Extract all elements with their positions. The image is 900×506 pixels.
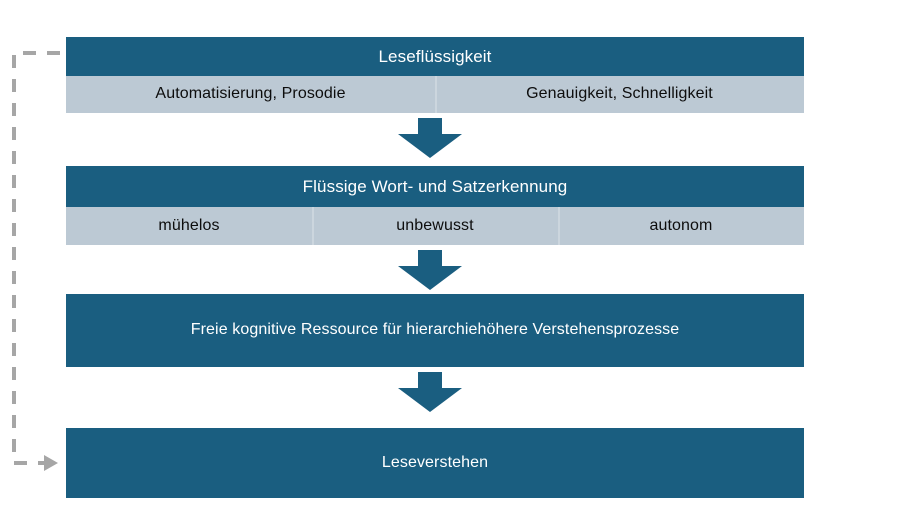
block-1-cell-2-label: Genauigkeit, Schnelligkeit [526,85,713,103]
block-2-cell-1-label: mühelos [158,216,220,234]
block-1-header: Leseflüssigkeit [66,37,804,76]
block-leseflussigkeit: Leseflüssigkeit Automatisierung, Prosodi… [66,37,804,113]
down-arrow-2-shape [398,250,462,290]
block-leseverstehen: Leseverstehen [66,428,804,498]
block-1-subcells: Automatisierung, Prosodie Genauigkeit, S… [66,76,804,113]
block-2-title: Flüssige Wort- und Satzerkennung [302,176,568,196]
block-flussige-wort-satzerkennung: Flüssige Wort- und Satzerkennung mühelos… [66,166,804,245]
block-2-cell-3: autonom [558,207,804,245]
down-arrow-3-shape [398,372,462,412]
feedback-loop-path [12,51,60,465]
down-arrow-3 [398,372,462,412]
block-3-header: Freie kognitive Ressource für hierarchie… [66,294,804,367]
feedback-loop-arrowhead [44,455,58,471]
block-4-title: Leseverstehen [381,453,489,471]
block-1-cell-2: Genauigkeit, Schnelligkeit [435,76,804,113]
block-2-subcells: mühelos unbewusst autonom [66,207,804,245]
block-2-header: Flüssige Wort- und Satzerkennung [66,166,804,207]
block-4-header: Leseverstehen [66,428,804,498]
down-arrow-1-shape [398,118,462,158]
block-2-cell-2-label: unbewusst [396,216,474,234]
block-2-cell-2: unbewusst [312,207,558,245]
down-arrow-2 [398,250,462,290]
block-freie-kognitive-ressource: Freie kognitive Ressource für hierarchie… [66,294,804,367]
block-2-cell-3-label: autonom [649,216,713,234]
down-arrow-1 [398,118,462,158]
block-3-title: Freie kognitive Ressource für hierarchie… [190,321,680,339]
block-1-title: Leseflüssigkeit [378,46,492,66]
block-1-cell-1: Automatisierung, Prosodie [66,76,435,113]
block-2-cell-1: mühelos [66,207,312,245]
block-1-cell-1-label: Automatisierung, Prosodie [155,85,346,103]
